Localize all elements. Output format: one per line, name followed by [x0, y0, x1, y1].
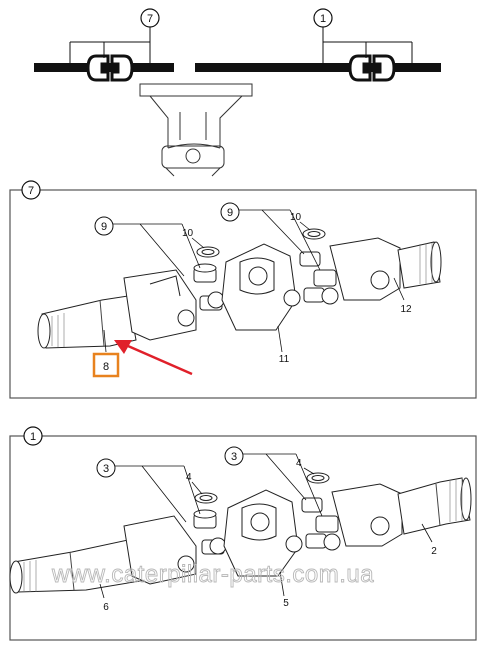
callout-2-label: 2	[431, 546, 437, 557]
panel-7-callout-label: 7	[28, 185, 34, 197]
callout-10a-leader	[191, 237, 205, 249]
shaft-12	[329, 237, 442, 301]
center-yoke-11	[221, 243, 301, 331]
spider-left-7	[193, 263, 225, 311]
callout-3b-label: 3	[231, 451, 237, 463]
panel-7-callout-circle	[21, 180, 41, 200]
center-yoke-5	[223, 489, 303, 577]
axle-housing	[139, 83, 253, 177]
shaft-8	[37, 295, 137, 349]
callout-10a-label: 10	[182, 228, 194, 239]
bearing-cap-4a	[194, 492, 218, 504]
panel-7-frame	[9, 189, 477, 399]
panel-1-callout-circle	[23, 426, 43, 446]
callout-11-label: 11	[279, 354, 290, 365]
bearing-cap-10b	[302, 228, 326, 240]
callout-1-label: 1	[320, 13, 326, 25]
callout-1-leader	[322, 27, 413, 68]
callout-9b-circle	[220, 202, 240, 222]
callout-8-leader	[103, 329, 107, 353]
panel-1-frame	[9, 435, 477, 641]
callout-2-leader	[421, 523, 433, 543]
callout-9a-label: 9	[101, 221, 107, 233]
callout-9a-leader	[113, 223, 201, 277]
left-coupling	[86, 54, 134, 82]
callout-7-leader	[69, 27, 151, 68]
bearing-cap-10a	[196, 246, 220, 258]
yoke-left-7	[123, 269, 197, 341]
callout-5-label: 5	[283, 598, 289, 609]
callout-9a-circle	[94, 216, 114, 236]
callout-6-label: 6	[103, 602, 109, 613]
callout-5-leader	[279, 571, 285, 597]
spider-left-1	[193, 509, 227, 555]
callout-10b-label: 10	[290, 212, 302, 223]
callout-9b-label: 9	[227, 207, 233, 219]
yoke-left-1	[123, 515, 197, 585]
callout-6-leader	[99, 583, 105, 599]
callout-3a-label: 3	[103, 463, 109, 475]
bearing-cap-4b	[306, 472, 330, 484]
callout-4a-label: 4	[186, 472, 192, 483]
watermark-text: www.caterpillar-parts.com.ua	[51, 561, 374, 588]
callout-8-label: 8	[103, 361, 109, 373]
callout-3a-leader	[115, 465, 201, 523]
callout-3b-leader	[243, 453, 323, 517]
callout-10b-leader	[299, 221, 311, 231]
panel-7: 7	[9, 180, 477, 399]
callout-3a-circle	[96, 458, 116, 478]
callout-12-leader	[393, 277, 405, 301]
callout-12-label: 12	[400, 304, 412, 315]
shaft-2	[331, 477, 472, 547]
callout-8-highlight	[92, 352, 120, 378]
callout-4a-leader	[191, 481, 203, 495]
callout-3b-circle	[224, 446, 244, 466]
right-coupling	[348, 54, 396, 82]
callout-4b-label: 4	[296, 458, 302, 469]
callout-9b-leader	[239, 209, 321, 271]
right-axle-bar	[195, 63, 441, 72]
spider-right-1	[301, 497, 341, 551]
callout-7-label: 7	[147, 13, 153, 25]
panel-1-callout-label: 1	[30, 431, 36, 443]
spider-right-7	[299, 251, 339, 305]
callout-11-leader	[277, 325, 283, 353]
red-arrow	[114, 340, 193, 376]
locator-diagram: 7 1	[34, 8, 441, 177]
callout-4b-leader	[303, 467, 315, 475]
panel-1: 1	[9, 426, 477, 641]
left-axle-bar	[34, 63, 174, 72]
